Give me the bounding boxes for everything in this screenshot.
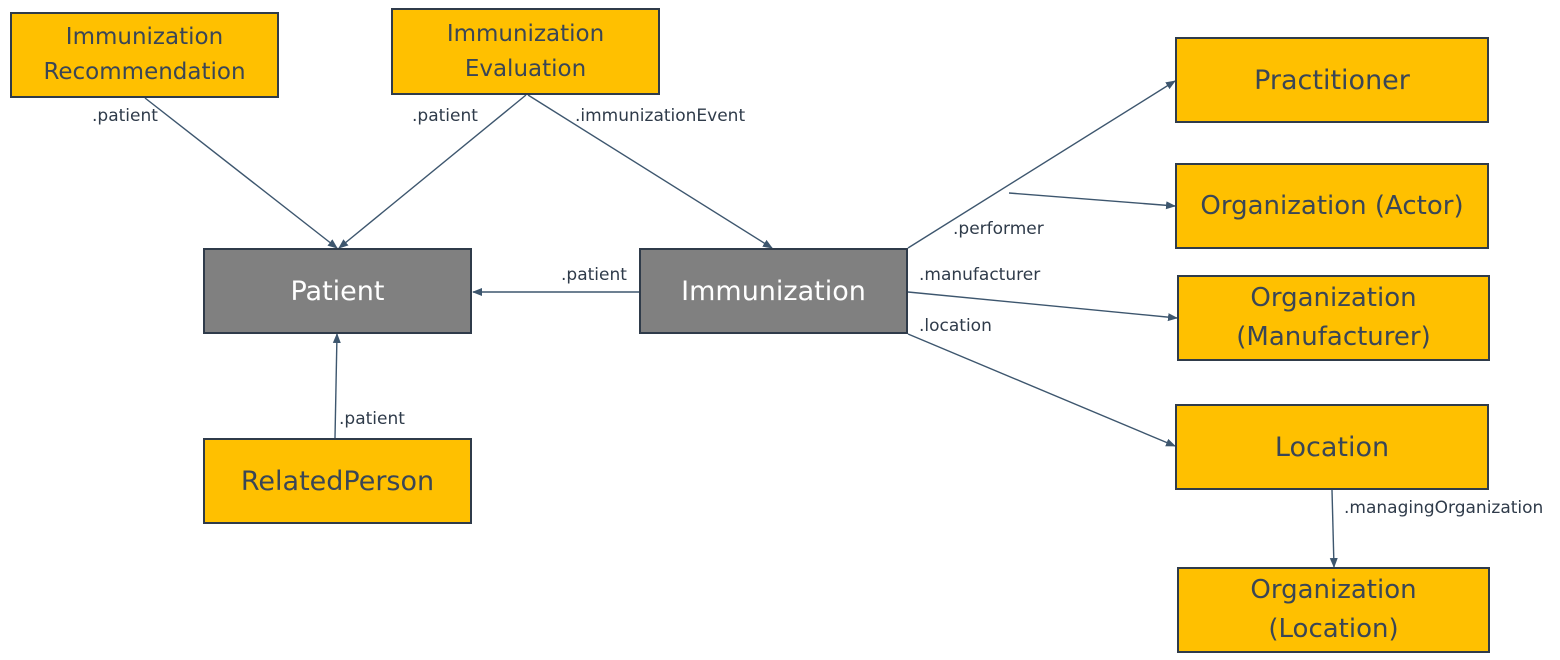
- node-label: Organization (Location): [1250, 575, 1417, 644]
- edge-label-evaluation-patient: .patient: [412, 106, 478, 126]
- edge-evaluation-to-patient: [338, 94, 527, 249]
- node-label: Location: [1274, 431, 1390, 463]
- node-label: Patient: [290, 275, 385, 307]
- edge-location-to-organization-location: [1329, 489, 1338, 568]
- node-organization-manufacturer[interactable]: Organization (Manufacturer): [1177, 275, 1490, 361]
- node-label: RelatedPerson: [240, 465, 435, 497]
- node-practitioner[interactable]: Practitioner: [1175, 37, 1489, 123]
- node-immunization-evaluation[interactable]: Immunization Evaluation: [391, 8, 660, 95]
- edge-evaluation-to-immunization: [527, 94, 773, 249]
- edge-immunization-to-practitioner: [907, 80, 1176, 249]
- edge-label-related-person-patient: .patient: [339, 409, 405, 429]
- node-label: Immunization Recommendation: [43, 24, 246, 85]
- edge-label-location: .location: [919, 316, 992, 336]
- node-location[interactable]: Location: [1175, 404, 1489, 490]
- edge-label-managing-organization: .managingOrganization: [1344, 498, 1544, 518]
- edge-immunization-to-location: [907, 333, 1176, 447]
- node-label: Organization (Actor): [1200, 191, 1464, 221]
- edge-label-immunization-patient: .patient: [561, 265, 627, 285]
- node-label: Immunization: [681, 275, 866, 307]
- node-label: Immunization Evaluation: [446, 20, 605, 82]
- edge-performer-branch-to-organization-actor: [1008, 192, 1176, 210]
- edge-related-person-to-patient: [332, 333, 341, 439]
- node-organization-actor[interactable]: Organization (Actor): [1175, 163, 1489, 249]
- edge-label-recommendation-patient: .patient: [92, 106, 158, 126]
- node-immunization[interactable]: Immunization: [639, 248, 908, 334]
- node-label: Organization (Manufacturer): [1236, 283, 1431, 352]
- edge-label-manufacturer: .manufacturer: [919, 265, 1041, 285]
- node-patient[interactable]: Patient: [203, 248, 472, 334]
- edge-recommendation-to-patient: [144, 97, 338, 249]
- node-label: Practitioner: [1254, 64, 1410, 96]
- node-immunization-recommendation[interactable]: Immunization Recommendation: [10, 12, 279, 98]
- node-related-person[interactable]: RelatedPerson: [203, 438, 472, 524]
- edge-immunization-to-organization-manufacturer: [907, 291, 1178, 322]
- edge-label-immunization-event: .immunizationEvent: [575, 106, 746, 126]
- node-organization-location[interactable]: Organization (Location): [1177, 567, 1490, 653]
- edge-label-performer: .performer: [953, 219, 1044, 239]
